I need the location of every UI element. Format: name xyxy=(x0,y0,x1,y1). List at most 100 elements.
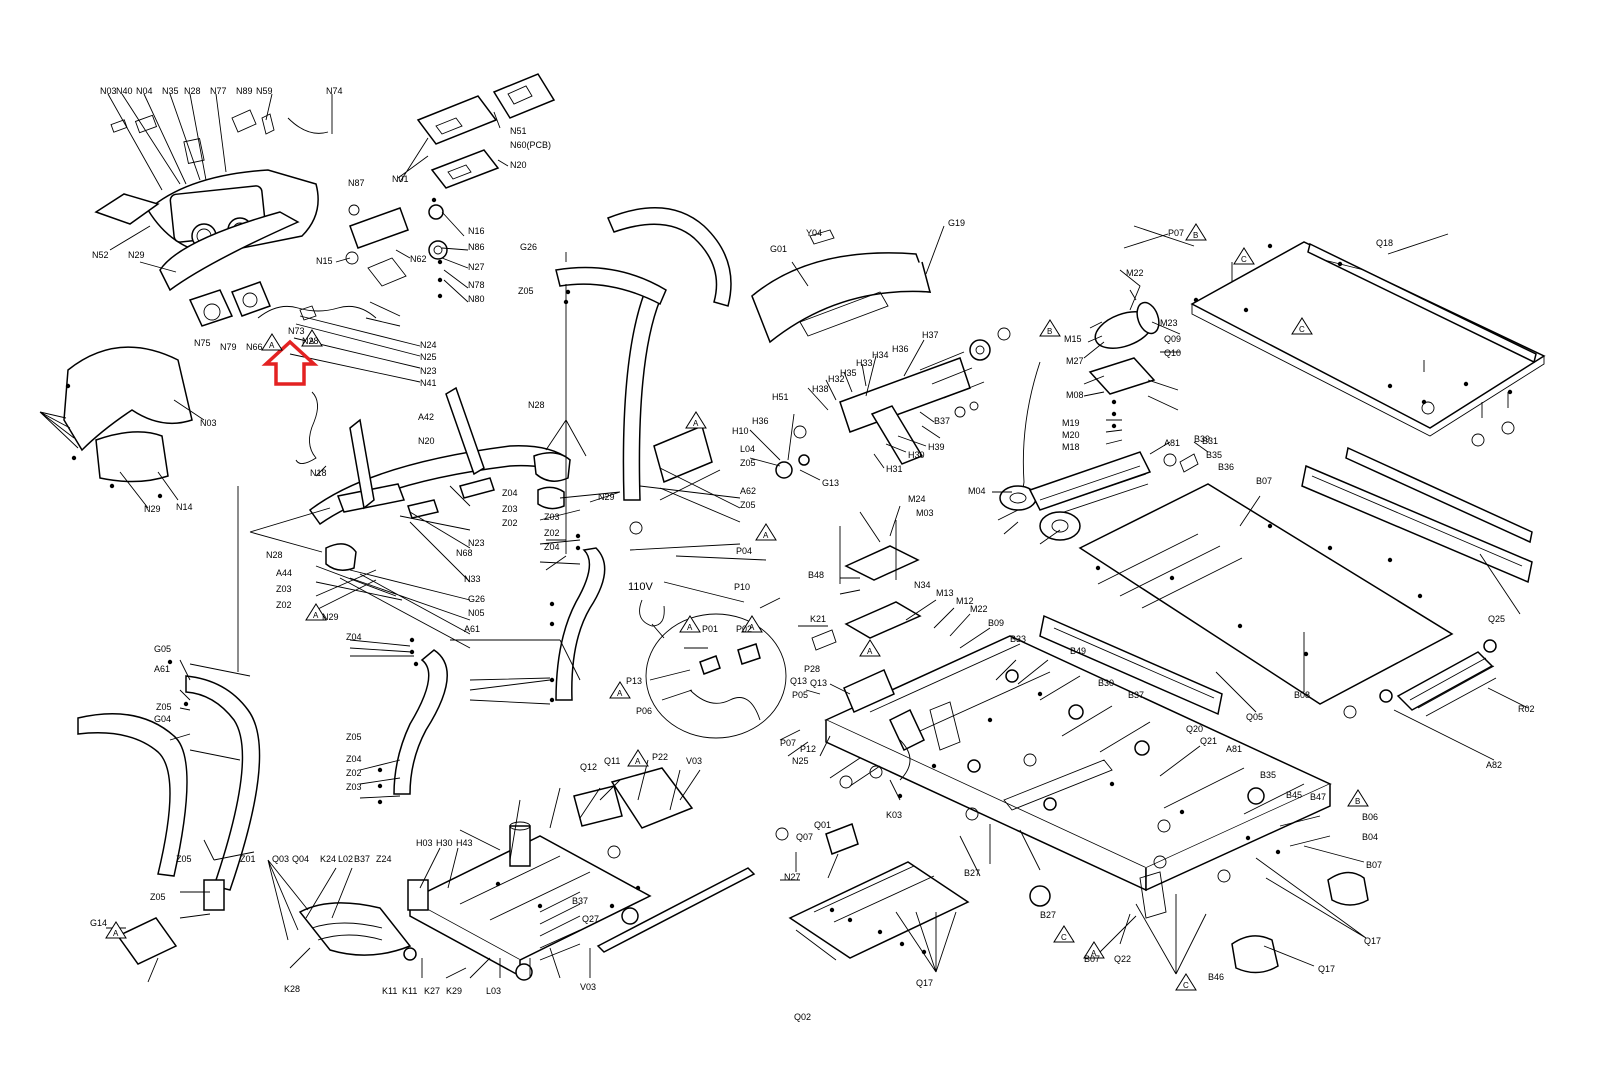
part-label: Q09 xyxy=(1164,334,1181,344)
part-label: B04 xyxy=(1362,832,1378,842)
part-label: H37 xyxy=(922,330,939,340)
fastener-dot xyxy=(167,659,173,665)
part-label: G13 xyxy=(822,478,839,488)
part-label: B45 xyxy=(1286,790,1302,800)
reference-circle-icon xyxy=(869,765,883,779)
triangle-marker-letter: A xyxy=(687,623,693,632)
triangle-marker-letter: C xyxy=(1241,255,1247,264)
fastener-dot xyxy=(921,949,927,955)
part-label: B09 xyxy=(988,618,1004,628)
part-label: H03 xyxy=(416,838,433,848)
fastener-dot xyxy=(377,783,383,789)
part-label: N35 xyxy=(162,86,179,96)
part-label: N51 xyxy=(510,126,527,136)
part-label: K21 xyxy=(810,614,826,624)
part-label: A82 xyxy=(1486,760,1502,770)
part-label: N79 xyxy=(220,342,237,352)
reference-circle-icon xyxy=(1471,433,1485,447)
triangle-marker-letter: A xyxy=(309,337,315,346)
part-label: N04 xyxy=(136,86,153,96)
part-label: Q04 xyxy=(292,854,309,864)
part-label: N87 xyxy=(348,178,365,188)
part-label: P04 xyxy=(736,546,752,556)
part-label: N15 xyxy=(316,256,333,266)
part-label: P22 xyxy=(652,752,668,762)
circle-markers xyxy=(607,327,1515,883)
part-label: P01 xyxy=(702,624,718,634)
part-label: N78 xyxy=(468,280,485,290)
part-label: Z05 xyxy=(518,286,534,296)
part-label: M19 xyxy=(1062,418,1080,428)
fastener-dot xyxy=(437,293,443,299)
triangle-marker-icon xyxy=(301,329,323,347)
part-label: A44 xyxy=(276,568,292,578)
part-label: M04 xyxy=(968,486,986,496)
motor-assembly xyxy=(992,233,1209,545)
frame-assembly xyxy=(267,505,1369,981)
part-label: M15 xyxy=(1064,334,1082,344)
part-label: N73 xyxy=(288,326,305,336)
part-label: Q17 xyxy=(1364,936,1381,946)
part-label: N40 xyxy=(116,86,133,96)
part-label: N05 xyxy=(468,608,485,618)
part-label: Q01 xyxy=(814,820,831,830)
fastener-dot xyxy=(1111,411,1117,417)
voltage-label: 110V xyxy=(628,581,654,593)
part-label: B06 xyxy=(1362,812,1378,822)
part-label: M22 xyxy=(970,604,988,614)
part-label: M08 xyxy=(1066,390,1084,400)
fastener-dot xyxy=(1237,623,1243,629)
part-label: N29 xyxy=(128,250,145,260)
part-label: B37 xyxy=(572,896,588,906)
fastener-dot xyxy=(1179,809,1185,815)
part-label: N28 xyxy=(184,86,201,96)
part-label: B46 xyxy=(1208,972,1224,982)
reference-circle-icon xyxy=(839,775,853,789)
part-label: Z04 xyxy=(346,754,362,764)
fastener-dot xyxy=(563,299,569,305)
part-label: Z02 xyxy=(544,528,560,538)
fastener-dot xyxy=(437,259,443,265)
part-label: P07 xyxy=(780,738,796,748)
triangle-marker-icon xyxy=(1039,319,1061,337)
part-label: G19 xyxy=(948,218,965,228)
part-label: L03 xyxy=(486,986,501,996)
fastener-dot xyxy=(987,717,993,723)
fastener-dot xyxy=(549,601,555,607)
part-label: Z02 xyxy=(502,518,518,528)
part-label: B37 xyxy=(354,854,370,864)
part-label: N29 xyxy=(144,504,161,514)
reference-circle-icon xyxy=(1483,639,1497,653)
fastener-dot xyxy=(1275,849,1281,855)
part-label: N03 xyxy=(200,418,217,428)
part-label: V03 xyxy=(686,756,702,766)
part-label: N16 xyxy=(468,226,485,236)
triangle-marker-letter: A xyxy=(693,419,699,428)
part-label: N01 xyxy=(392,174,409,184)
part-label: N28 xyxy=(302,336,319,346)
part-label: Z05 xyxy=(176,854,192,864)
reference-circle-icon xyxy=(629,521,643,535)
part-label: A62 xyxy=(740,486,756,496)
fastener-dot xyxy=(431,197,437,203)
fastener-dot xyxy=(1417,593,1423,599)
part-label: P02 xyxy=(736,624,752,634)
part-label: Q07 xyxy=(796,832,813,842)
reference-circle-icon xyxy=(1217,869,1231,883)
part-label: Z05 xyxy=(150,892,166,902)
triangle-marker-letter: A xyxy=(313,611,319,620)
part-label: N03 xyxy=(100,86,117,96)
part-label: B37 xyxy=(934,416,950,426)
fastener-dot xyxy=(829,907,835,913)
part-label: N86 xyxy=(468,242,485,252)
part-label: B07 xyxy=(1256,476,1272,486)
part-label: B07 xyxy=(1366,860,1382,870)
part-label: A81 xyxy=(1226,744,1242,754)
reference-circle-icon xyxy=(1023,753,1037,767)
part-label: B48 xyxy=(808,570,824,580)
triangle-marker-icon xyxy=(1233,247,1255,265)
part-label: Q27 xyxy=(582,914,599,924)
part-label: Q22 xyxy=(1114,954,1131,964)
part-label: H38 xyxy=(812,384,829,394)
part-label: R02 xyxy=(1518,704,1535,714)
